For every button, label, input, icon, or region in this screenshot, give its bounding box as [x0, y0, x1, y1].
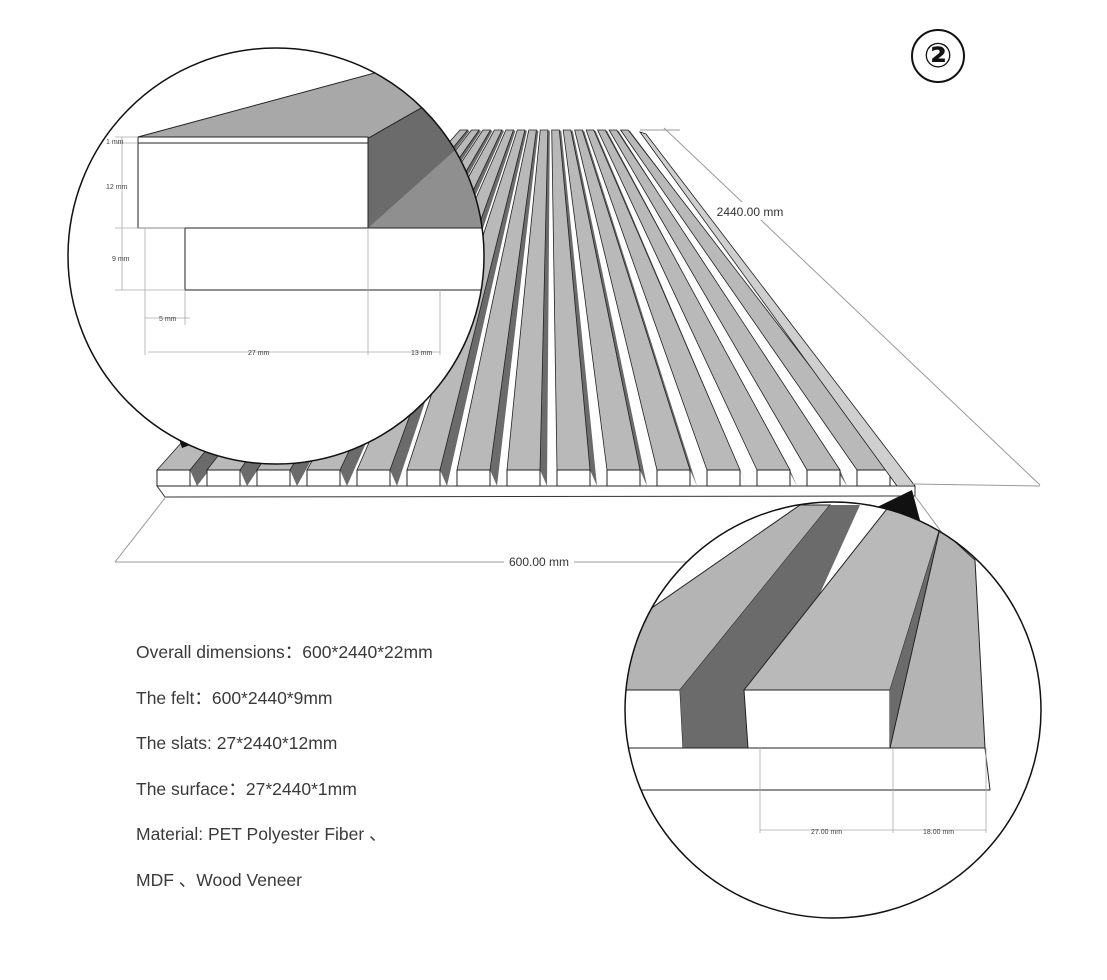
width-label: 600.00 mm: [509, 555, 569, 569]
slat-front-face: [506, 469, 541, 487]
felt-section: [184, 227, 484, 291]
spec-material: Material: PET Polyester Fiber 、: [136, 824, 387, 844]
slat-side: [490, 130, 539, 486]
spec-felt: The felt：600*2440*9mm: [136, 687, 333, 708]
slat-side: [540, 130, 550, 486]
slat-front-face: [306, 469, 341, 487]
slat-front-face: [456, 469, 491, 487]
slat-front-face: [656, 469, 691, 487]
gap-dim-label: 13 mm: [411, 350, 433, 357]
felt-dim-label: 9 mm: [112, 256, 130, 263]
slat-front-face: [706, 469, 741, 487]
bottom-detail-magnifier: 27.00 mm 18.00 mm: [624, 501, 1042, 919]
felt-base: [156, 485, 916, 498]
slat-front-face: [406, 469, 441, 487]
slat-side: [582, 130, 697, 486]
slat-front-face: [256, 469, 291, 487]
felt-edge: [638, 131, 916, 487]
slat-top: [608, 129, 841, 471]
slat-front-face: [756, 469, 791, 487]
slat-front-face: [206, 469, 241, 487]
offset-dim-label: 5 mm: [159, 316, 177, 323]
bottom-gap-label: 18.00 mm: [923, 829, 954, 836]
slat-section: [137, 136, 369, 229]
length-dimension: [640, 127, 1041, 487]
slat-width-dim-label: 27 mm: [248, 350, 270, 357]
slat-front-face: [856, 469, 891, 487]
slat-side: [440, 130, 527, 486]
spec-surface: The surface：27*2440*1mm: [136, 778, 357, 799]
spec-overall-dimensions: Overall dimensions：600*2440*22mm: [136, 642, 433, 662]
slat-front-face: [156, 469, 191, 487]
bottom-slat-width-label: 27.00 mm: [811, 829, 842, 836]
slat-side: [559, 130, 597, 486]
step-number-badge: ②: [911, 29, 965, 83]
slat-front-face: [606, 469, 641, 487]
spec-slats: The slats: 27*2440*12mm: [136, 733, 338, 753]
slat-front-face: [806, 469, 841, 487]
length-label: 2440.00 mm: [717, 205, 784, 219]
slat-side: [570, 130, 647, 486]
slat-front-face: [556, 469, 591, 487]
spec-list: Overall dimensions：600*2440*22mm The fel…: [136, 640, 516, 913]
surface-dim-label: 1 mm: [106, 139, 124, 146]
spec-material-continued: MDF 、Wood Veneer: [136, 869, 302, 890]
slat-front-face: [356, 469, 391, 487]
slat-height-dim-label: 12 mm: [106, 184, 128, 191]
